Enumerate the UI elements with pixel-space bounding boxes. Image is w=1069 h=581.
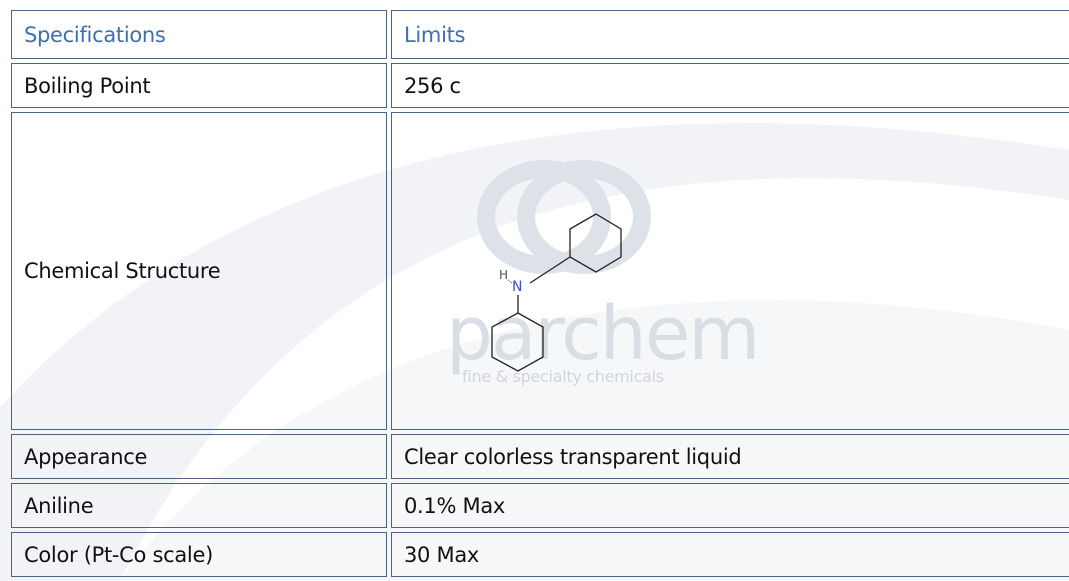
watermark-brand: parchem — [446, 291, 760, 377]
limit-cell: 256 c — [391, 63, 1069, 108]
spec-cell: Color (Pt-Co scale) — [11, 532, 387, 577]
header-specifications: Specifications — [11, 10, 387, 59]
limit-cell: 30 Max — [391, 532, 1069, 577]
spec-cell: Chemical Structure — [11, 112, 387, 430]
header-limits: Limits — [391, 10, 1069, 59]
nitrogen-atom-label: N — [512, 279, 522, 295]
table-row: Appearance Clear colorless transparent l… — [11, 434, 1069, 479]
spec-cell: Aniline — [11, 483, 387, 528]
table-row: Aniline 0.1% Max — [11, 483, 1069, 528]
dicyclohexylamine-structure: H N — [491, 213, 622, 372]
hydrogen-atom-label: H — [499, 268, 508, 282]
spec-cell: Boiling Point — [11, 63, 387, 108]
watermark-tagline: fine & specialty chemicals — [462, 367, 664, 386]
table-row: Chemical Structure parchem fine & specia… — [11, 112, 1069, 430]
specifications-table: Specifications Limits Boiling Point 256 … — [7, 6, 1069, 581]
limit-cell: Clear colorless transparent liquid — [391, 434, 1069, 479]
chemical-structure-cell: parchem fine & specialty chemicals H N — [391, 112, 1069, 430]
table-row: Color (Pt-Co scale) 30 Max — [11, 532, 1069, 577]
table-header-row: Specifications Limits — [11, 10, 1069, 59]
spec-cell: Appearance — [11, 434, 387, 479]
table-row: Boiling Point 256 c — [11, 63, 1069, 108]
limit-cell: 0.1% Max — [391, 483, 1069, 528]
